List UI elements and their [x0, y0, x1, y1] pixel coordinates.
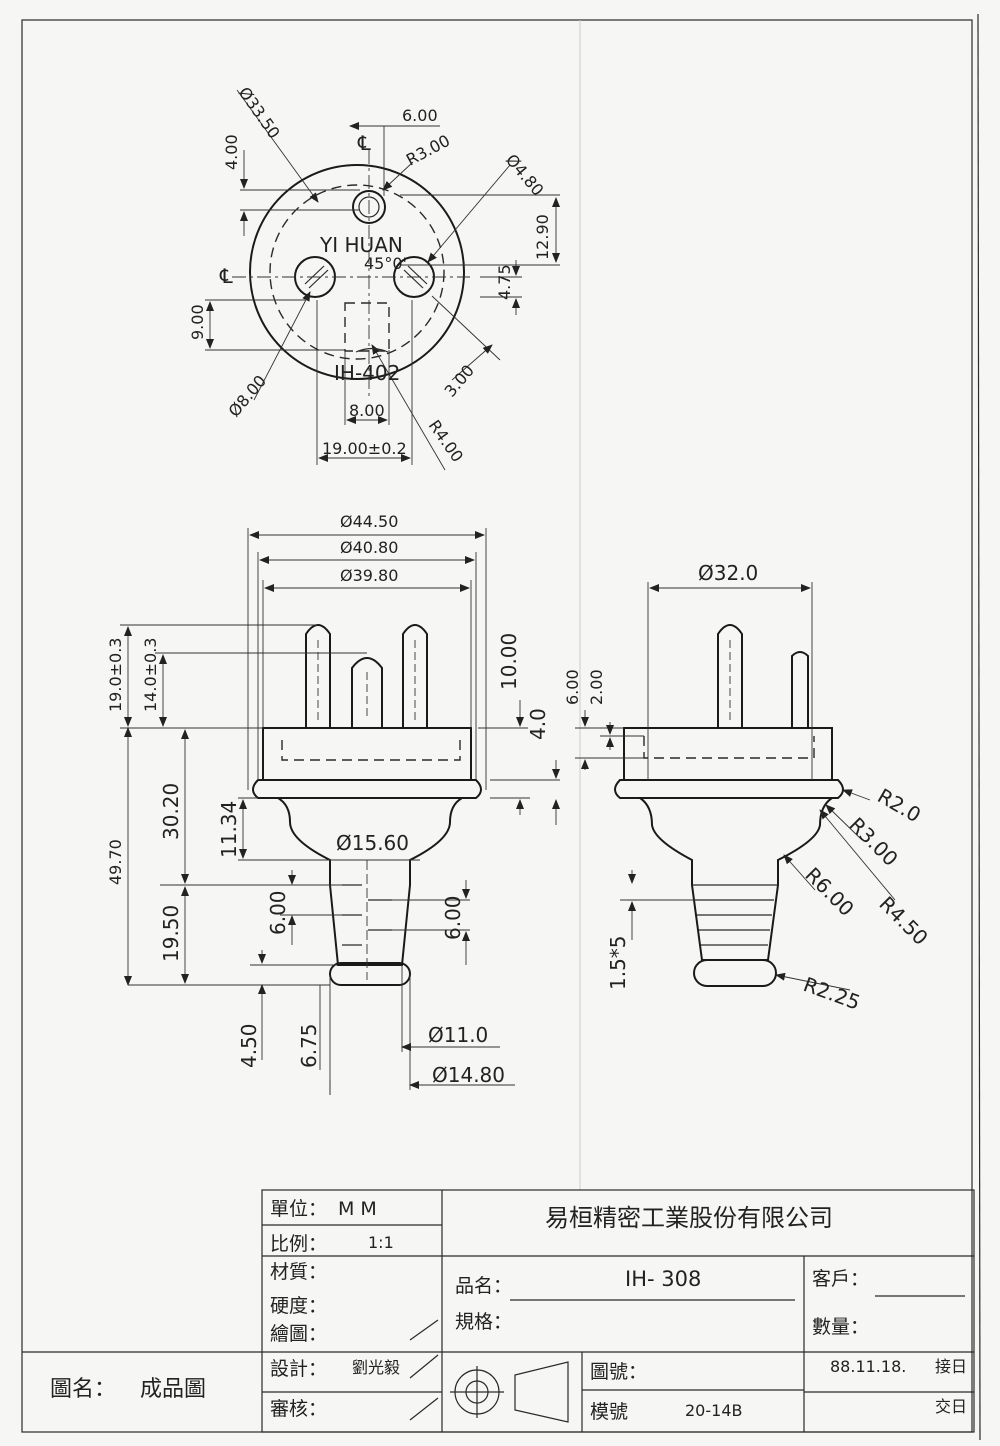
dia-outer-label: Ø33.50 [235, 83, 284, 142]
dim-9-label: 9.00 [188, 304, 207, 340]
model-mark-text: IH-402 [334, 361, 400, 385]
h49-label: 49.70 [106, 839, 125, 885]
d44-label: Ø44.50 [340, 512, 398, 531]
drawing-no-label: 圖號： [590, 1361, 647, 1383]
delivered-label: 交日 [935, 1397, 967, 1416]
material-label: 材質： [270, 1261, 327, 1283]
quantity-label: 數量： [812, 1316, 869, 1338]
drawn-label: 繪圖： [270, 1323, 327, 1345]
designer-name: 劉光毅 [352, 1358, 400, 1377]
d39-label: Ø39.80 [340, 566, 398, 585]
unit-value: M M [338, 1198, 377, 1220]
r2-label: R2.0 [874, 784, 926, 828]
dim-3-label: 3.00 [441, 361, 478, 401]
sheet-border [21, 13, 981, 1441]
h30-label: 30.20 [159, 783, 183, 840]
scale-label: 比例： [270, 1233, 327, 1255]
side-view: Ø32.0 6.00 2.00 R2.0 R3.00 R6.00 R4.50 1… [563, 561, 933, 1015]
received-label: 接日 [935, 1357, 967, 1376]
review-label: 審核： [270, 1398, 327, 1420]
hardness-label: 硬度： [270, 1295, 327, 1317]
design-label: 設計： [270, 1358, 327, 1380]
dia-8-label: Ø8.00 [225, 371, 271, 420]
h4-5-label: 4.50 [237, 1023, 261, 1068]
h6-side-label: 6.00 [563, 669, 582, 705]
brand-text: YI HUAN [319, 233, 403, 257]
r3-label: R3.00 [403, 131, 453, 170]
dim-12-9-label: 12.90 [533, 214, 552, 260]
dim-4-label: 4.00 [222, 134, 241, 170]
customer-label: 客戶： [812, 1268, 869, 1290]
dim-19-label: 19.00±0.2 [322, 439, 407, 458]
drawing-name-value: 成品圖 [140, 1377, 206, 1402]
r3-side-label: R3.00 [844, 813, 902, 871]
mold-no-value: 20-14B [685, 1401, 742, 1420]
r2-25-label: R2.25 [800, 972, 863, 1015]
centerline-left-label: ℄ [219, 264, 233, 288]
d32-label: Ø32.0 [698, 561, 758, 585]
dia-4-8-label: Ø4.80 [502, 150, 548, 199]
h19-5-label: 19.50 [159, 905, 183, 962]
r4-5-label: R4.50 [874, 892, 932, 950]
drawing-name-label: 圖名： [50, 1377, 116, 1402]
dim-8-label: 8.00 [349, 401, 385, 420]
company-name: 易桓精密工業股份有限公司 [545, 1204, 833, 1232]
h10-label: 10.00 [497, 633, 521, 690]
front-view: Ø44.50 Ø40.80 Ø39.80 19.0±0.3 14.0±0.3 1… [106, 512, 560, 1095]
scale-value: 1:1 [368, 1233, 394, 1252]
h2-side-label: 2.00 [587, 669, 606, 705]
date-value: 88.11.18. [830, 1357, 906, 1376]
spec-label: 規格： [455, 1311, 512, 1333]
h6-75-label: 6.75 [297, 1023, 321, 1068]
s6a-label: 6.00 [266, 890, 290, 935]
d40-label: Ø40.80 [340, 538, 398, 557]
top-view: Ø33.50 6.00 4.00 ℄ ℄ R3.00 Ø4.80 12.90 Y… [188, 83, 560, 471]
h11-label: 11.34 [217, 801, 241, 858]
s6b-label: 6.00 [441, 895, 465, 940]
angle-label: 45°0' [364, 254, 407, 273]
pitch-label: 1.5*5 [606, 935, 630, 990]
h19-label: 19.0±0.3 [106, 638, 125, 712]
mold-no-label: 模號 [590, 1401, 628, 1423]
centerline-top-label: ℄ [357, 131, 371, 155]
dim-top-6-label: 6.00 [402, 106, 438, 125]
r6-label: R6.00 [800, 863, 858, 921]
d14-label: Ø14.80 [432, 1063, 505, 1087]
product-value: IH- 308 [625, 1267, 701, 1291]
unit-label: 單位： [270, 1198, 327, 1220]
product-label: 品名： [455, 1275, 512, 1297]
h4-label: 4.0 [526, 708, 550, 740]
d15-label: Ø15.60 [336, 831, 409, 855]
h14-label: 14.0±0.3 [141, 638, 160, 712]
d11-label: Ø11.0 [428, 1023, 488, 1047]
dim-4-75-label: 4.75 [495, 264, 514, 300]
r4-label: R4.00 [425, 416, 467, 465]
title-block: 單位： M M 比例： 1:1 材質： 硬度： 繪圖： 設計： 劉光毅 審核： … [22, 1189, 975, 1433]
